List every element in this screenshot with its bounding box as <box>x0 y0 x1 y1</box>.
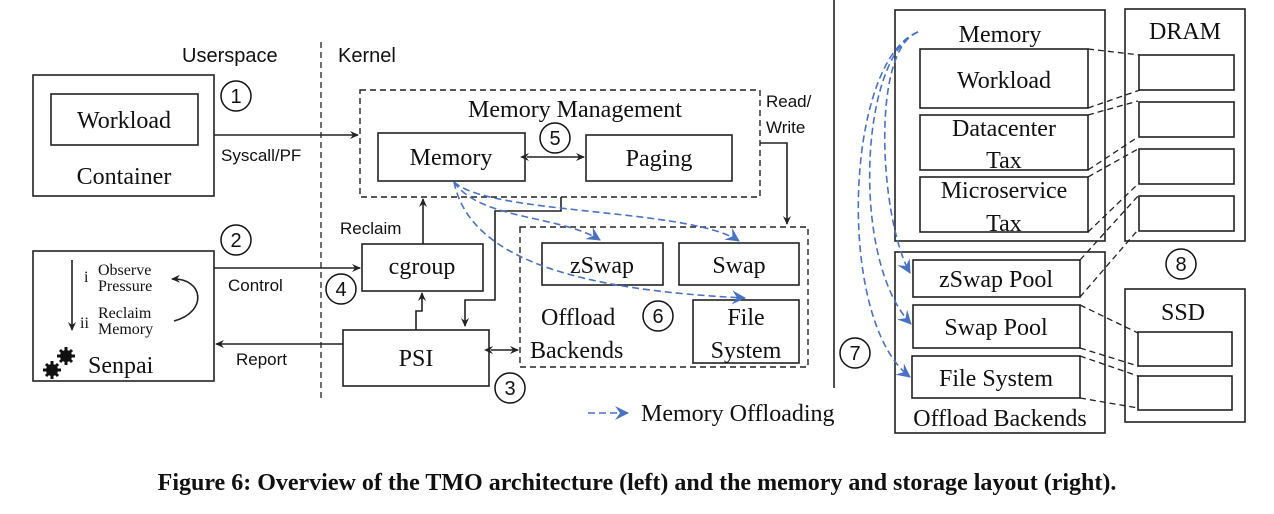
senpai-label: Senpai <box>88 353 154 379</box>
paging-box <box>585 134 733 182</box>
step-i-line2: Pressure <box>98 278 152 295</box>
file-system-line1: File <box>727 305 764 331</box>
mapping-lines <box>1079 48 1141 409</box>
control-label: Control <box>228 276 283 295</box>
file-system-box <box>692 299 800 364</box>
userspace-label: Userspace <box>182 45 278 67</box>
offload-curve-file-system <box>857 31 919 378</box>
offload-label-line2: Backends <box>530 338 623 364</box>
kernel-label: Kernel <box>338 45 396 67</box>
dram-slots <box>1138 54 1235 232</box>
svg-text:6: 6 <box>652 306 663 328</box>
step-ii-line2: Memory <box>98 321 153 338</box>
report-label: Report <box>236 350 287 369</box>
workload-box <box>50 93 199 146</box>
figure-caption: Figure 6: Overview of the TMO architectu… <box>157 470 1117 496</box>
psi-cgroup-arrow <box>415 292 426 330</box>
datacenter-tax-line2: Tax <box>986 148 1022 174</box>
paging-label: Paging <box>626 146 693 172</box>
cgroup-box <box>361 243 484 292</box>
datacenter-tax-box <box>919 114 1089 171</box>
zswap-pool-box <box>912 259 1081 298</box>
step-i-line1: Observe <box>98 262 151 279</box>
memory-label: Memory <box>410 145 493 171</box>
ssd-slot <box>1137 331 1233 367</box>
dram-slot <box>1138 195 1235 232</box>
zswap-label: zSwap <box>570 253 634 279</box>
offload-backends-right-label: Offload Backends <box>913 406 1087 432</box>
zswap-pool-label: zSwap Pool <box>939 267 1053 293</box>
cgroup-label: cgroup <box>389 254 456 280</box>
marker-8: 8 <box>1165 248 1197 280</box>
svg-text:4: 4 <box>335 279 346 301</box>
syscall-label: Syscall/PF <box>221 146 301 165</box>
file-system-pool-label: File System <box>939 366 1053 392</box>
gears-icon <box>43 347 75 379</box>
ssd-slot <box>1137 375 1233 411</box>
marker-1: 1 <box>220 80 252 112</box>
memory-box <box>377 132 526 182</box>
psi-label: PSI <box>399 346 434 372</box>
svg-text:2: 2 <box>230 230 241 252</box>
workload-mem-box <box>919 48 1089 109</box>
svg-text:3: 3 <box>504 378 515 400</box>
dram-title: DRAM <box>1149 19 1221 45</box>
step-ii-line1: Reclaim <box>98 305 152 322</box>
memory-title: Memory <box>959 22 1042 48</box>
offload-backends-group <box>519 226 809 368</box>
offload-curve-swap-pool <box>868 31 919 325</box>
svg-text:1: 1 <box>230 86 241 108</box>
workload-label: Workload <box>77 108 171 134</box>
container-box: Workload Container <box>32 74 215 197</box>
datacenter-tax-line1: Datacenter <box>952 116 1056 142</box>
legend-label: Memory Offloading <box>641 401 835 427</box>
workload-mem-label: Workload <box>957 68 1051 94</box>
dram-slot <box>1138 54 1235 91</box>
psi-box <box>342 329 490 387</box>
container-label: Container <box>77 164 172 190</box>
offload-label-line1: Offload <box>541 305 615 331</box>
ssd-title: SSD <box>1161 300 1205 326</box>
marker-3: 3 <box>494 372 526 404</box>
dram-slot <box>1138 101 1235 138</box>
dram-slot <box>1138 148 1235 185</box>
write-label: Write <box>766 118 805 137</box>
microservice-tax-line2: Tax <box>986 211 1022 237</box>
reclaim-label: Reclaim <box>340 219 401 238</box>
zswap-box <box>541 242 664 286</box>
swap-label: Swap <box>712 253 765 279</box>
svg-text:7: 7 <box>849 343 860 365</box>
microservice-tax-line1: Microservice <box>941 178 1068 204</box>
file-system-pool-box <box>911 355 1081 399</box>
svg-text:8: 8 <box>1175 254 1186 276</box>
tmo-architecture-diagram: Userspace Kernel Workload Container i Ob… <box>32 0 1246 434</box>
file-system-line2: System <box>711 338 782 364</box>
offload-curve-swap <box>453 181 740 242</box>
marker-6: 6 <box>642 300 674 332</box>
offload-curve-zswap-pool <box>884 31 919 274</box>
marker-7: 7 <box>839 337 871 369</box>
marker-2: 2 <box>220 224 252 256</box>
swap-pool-label: Swap Pool <box>944 315 1048 341</box>
step-ii-number: ii <box>80 315 89 332</box>
read-label: Read/ <box>766 92 812 111</box>
senpai-box: i Observe Pressure ii Reclaim Memory Sen… <box>32 250 215 382</box>
swap-box <box>678 242 800 286</box>
offload-curve-zswap <box>453 181 601 241</box>
step-i-number: i <box>84 269 89 286</box>
memory-management-title: Memory Management <box>468 97 682 123</box>
svg-text:5: 5 <box>549 128 560 150</box>
feedback-arrow <box>171 274 199 322</box>
ssd-slots <box>1137 331 1233 411</box>
microservice-tax-box <box>919 176 1089 233</box>
read-write-arrow <box>760 142 791 225</box>
marker-5: 5 <box>539 122 571 154</box>
marker-4: 4 <box>325 273 357 305</box>
swap-pool-box <box>912 304 1081 349</box>
